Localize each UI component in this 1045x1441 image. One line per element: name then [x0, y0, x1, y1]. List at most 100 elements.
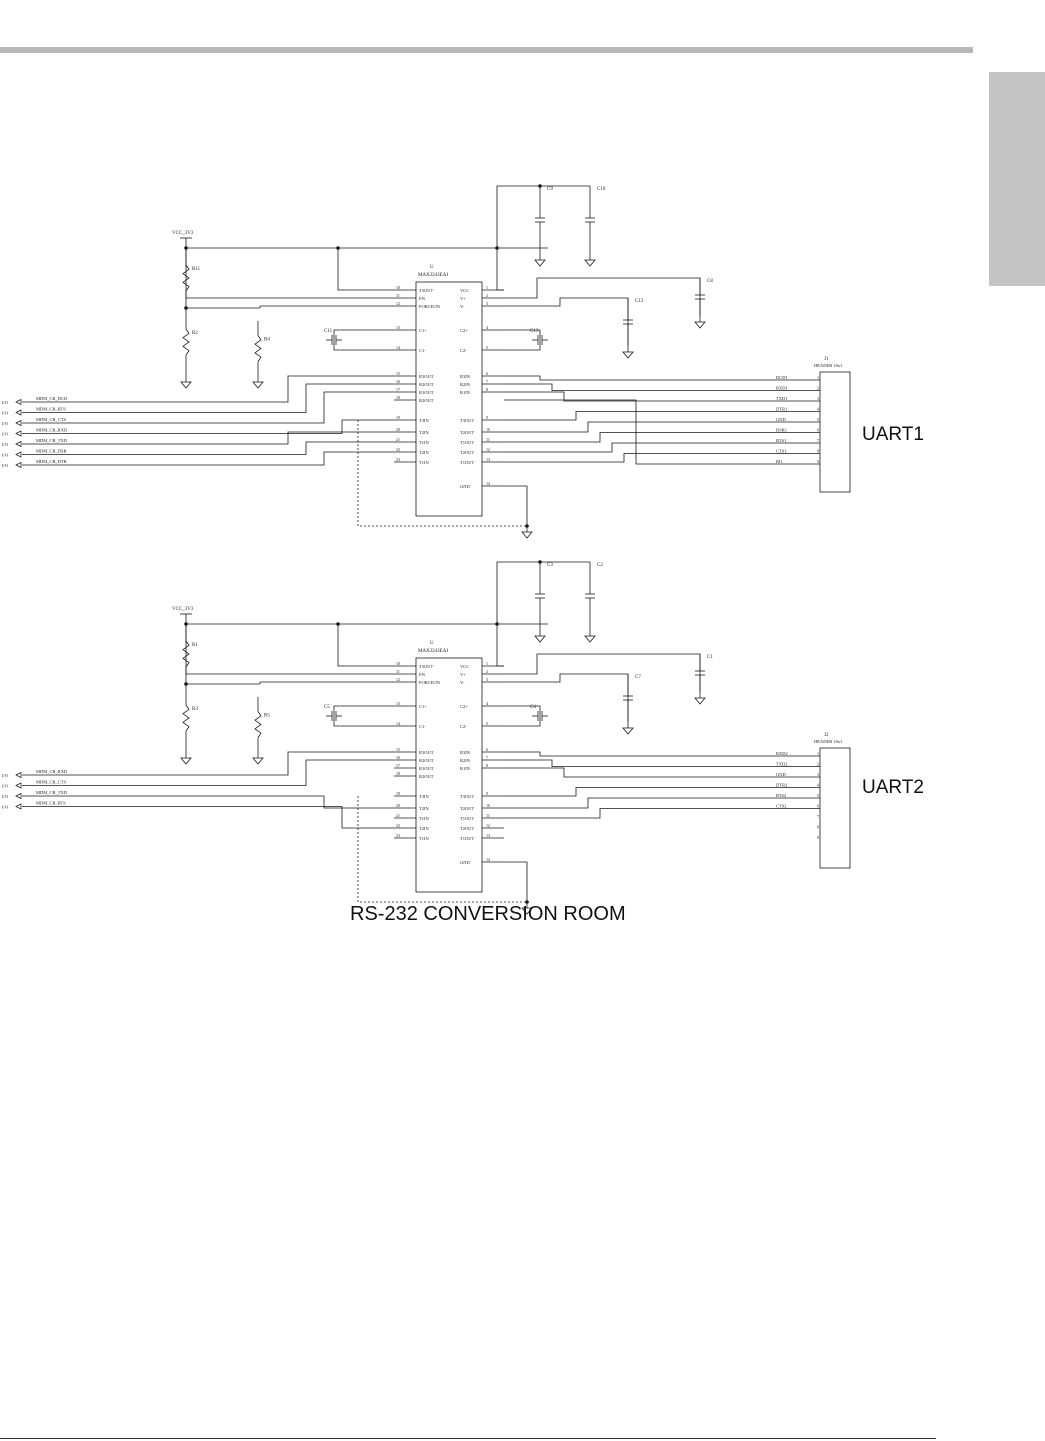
wire: [504, 653, 701, 692]
capacitor-ref: C1: [707, 655, 713, 660]
ic-pin-number: 7: [486, 379, 488, 384]
capacitor-ref: C5: [324, 705, 330, 710]
port-label: I/O: [2, 400, 9, 405]
wire: [504, 705, 541, 727]
ground-icon: [584, 259, 596, 267]
ic-pin-label: C2-: [460, 348, 467, 353]
ic-pin-number: 19: [396, 791, 400, 796]
ic-pin-number: 12: [396, 301, 400, 306]
ic-pin-number: 20: [396, 803, 400, 808]
connector-pin-label: DTR1: [776, 407, 787, 412]
ground-icon: [622, 727, 634, 735]
ic-ref: U: [430, 641, 434, 646]
signal-wire: [504, 759, 820, 767]
port-arrow-icon: [15, 398, 22, 406]
wire: [504, 277, 701, 316]
ic-pin-label: C1+: [419, 328, 427, 333]
ic-pin-number: 16: [396, 755, 400, 760]
ic-pin-number: 11: [486, 813, 490, 818]
ground-icon: [521, 907, 533, 915]
ic-pin-number: 15: [396, 371, 400, 376]
capacitor-ref: C9: [547, 187, 553, 192]
port-label: I/O: [2, 773, 9, 778]
ic-pin-label: VCC: [460, 288, 469, 293]
connector-pin-label: RXD2: [776, 751, 788, 756]
ic-pin-label: FORCEON: [419, 304, 441, 309]
signal-wire: [22, 751, 394, 776]
signal-wire: [504, 432, 820, 443]
connector-ref: J2: [824, 733, 829, 738]
wire: [337, 624, 394, 667]
ic-pin-label: GND: [460, 860, 470, 865]
resistor-icon: [182, 264, 190, 292]
port-label: I/O: [2, 432, 9, 437]
ic-pin-label: T1IN: [419, 836, 429, 841]
ic-pin-number: 5: [486, 345, 488, 350]
ic-pin-number: 15: [396, 747, 400, 752]
connector-pin-label: RI1: [776, 459, 783, 464]
uart1-label: UART1: [862, 424, 924, 445]
ic-pin-label: T1IN: [419, 440, 429, 445]
connector-pin-label: CTS2: [776, 804, 787, 809]
capacitor-ref: C12: [635, 299, 644, 304]
ic-pin-number: 14: [396, 345, 400, 350]
signal-wire: [504, 421, 820, 433]
ic-pin-label: T2IN: [419, 826, 429, 831]
connector-ref: J1: [824, 357, 829, 362]
ic-pin-label: R3IN: [460, 374, 471, 379]
ic-pin-label: R3OUT: [419, 750, 434, 755]
signal-wire: [22, 419, 394, 434]
signal-wire: [504, 383, 820, 391]
ic-pin-number: 4: [486, 701, 488, 706]
ic-body: [415, 657, 483, 893]
ic-pin-number: 22: [396, 447, 400, 452]
signal-wire: [504, 767, 820, 778]
port-label: I/O: [2, 411, 9, 416]
ic-pin-number: 17: [396, 387, 400, 392]
side-tab: [989, 72, 1045, 286]
connector-pin-number: 6: [817, 804, 819, 809]
ic-pin-label: EN: [419, 672, 426, 677]
connector-pin-number: 1: [817, 751, 819, 756]
resistor-ref: R1: [192, 643, 198, 648]
ic-pin-number: 16: [396, 379, 400, 384]
ic-pin-label: T1IN: [419, 460, 429, 465]
net-label: MDM_CR_CTS: [36, 780, 67, 785]
capacitor-ref: C2: [597, 563, 603, 568]
ground-icon: [252, 381, 264, 389]
port-arrow-icon: [15, 419, 22, 427]
ic-pin-label: T3IN: [419, 418, 429, 423]
diagram-caption: RS-232 CONVERSION ROOM: [350, 903, 626, 925]
ic-pin-label: R2OUT: [419, 774, 434, 779]
ic-pin-number: 3: [486, 677, 488, 682]
ground-icon: [534, 635, 546, 643]
connector-body: [819, 747, 851, 869]
ic-pin-label: C2-: [460, 724, 467, 729]
resistor-ref: R5: [264, 714, 270, 719]
ic-pin-label: R1IN: [460, 390, 471, 395]
ic-pin-number: 12: [486, 447, 490, 452]
ground-icon: [622, 351, 634, 359]
net-label: MDM_CR_RXD: [36, 769, 68, 774]
ic-pin-number: 10: [396, 285, 400, 290]
connector-pin-number: 7: [817, 438, 819, 443]
ic-pin-label: T3OUT: [419, 288, 433, 293]
connector-part: HEADER 10x1: [814, 363, 842, 368]
ic-pin-label: R2OUT: [419, 758, 434, 763]
ic-pin-label: T1OUT: [460, 440, 474, 445]
net-label: MDM_CR_CTS: [36, 417, 67, 422]
connector-pin-number: 7: [817, 814, 819, 819]
ic-pin-label: C2+: [460, 704, 468, 709]
ic-part: MAX3243EAI: [418, 649, 448, 654]
ic-pin-number: 23: [396, 833, 400, 838]
ic-pin-number: 21: [396, 813, 400, 818]
ic-pin-number: 14: [396, 721, 400, 726]
capacitor-ref: C3: [547, 563, 553, 568]
signal-wire: [22, 806, 394, 829]
net-label: MDM_CR_RXD: [36, 428, 68, 433]
ic-pin-number: 19: [396, 415, 400, 420]
ic-pin-number: 11: [396, 669, 400, 674]
ground-icon: [694, 321, 706, 329]
capacitor-ref: C10: [597, 187, 606, 192]
